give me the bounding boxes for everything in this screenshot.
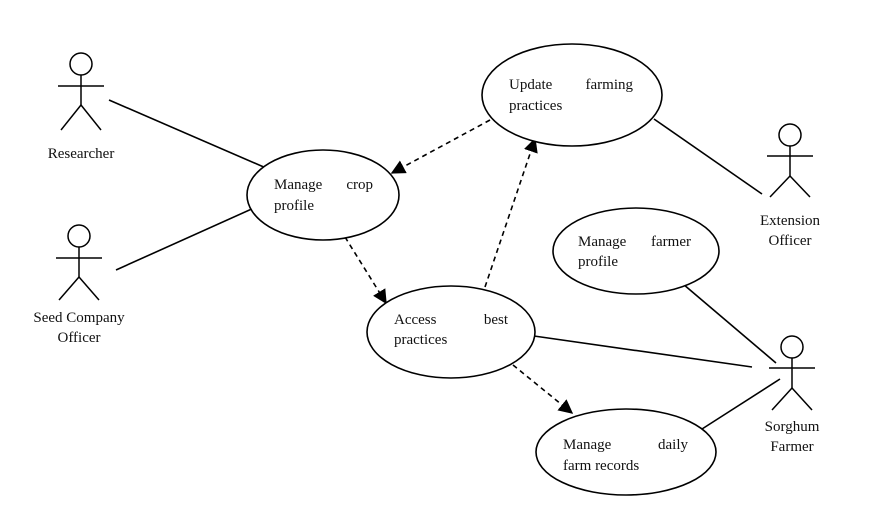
dep-access-best-to-daily-records: [512, 364, 574, 414]
dep-access-best-to-update: [484, 137, 538, 288]
daily-records-word-2: daily: [658, 437, 688, 453]
daily-records-word-3: farm records: [563, 458, 639, 474]
access-best-word-3: practices: [394, 332, 447, 348]
use-case-manage-farmer[interactable]: [552, 207, 720, 295]
update-practices-word-1: Update: [509, 77, 553, 93]
assoc-seed-officer-manage-crop: [115, 206, 257, 271]
seed-officer-label-line-2: Officer: [57, 330, 100, 346]
use-case-daily-records[interactable]: [535, 408, 717, 496]
manage-farmer-word-1: Manage: [578, 234, 627, 250]
researcher-label: Researcher: [48, 146, 115, 162]
update-practices-word-3: practices: [509, 98, 562, 114]
use-case-manage-crop[interactable]: [246, 149, 400, 241]
manage-crop-word-2: crop: [346, 177, 373, 193]
access-best-word-1: Access: [394, 312, 437, 328]
assoc-farmer-manage-farmer: [682, 283, 777, 364]
manage-farmer-word-3: profile: [578, 254, 618, 270]
extension-officer-label-line-2: Officer: [768, 233, 811, 249]
update-practices-word-2: farming: [586, 77, 634, 93]
assoc-extension-update-practices: [653, 118, 763, 195]
assoc-farmer-access-best: [533, 335, 753, 368]
extension-officer-label-line-1: Extension: [760, 213, 820, 229]
use-case-update-practices[interactable]: [481, 43, 663, 147]
manage-crop-word-1: Manage: [274, 177, 323, 193]
seed-officer-label-line-1: Seed Company: [33, 310, 125, 326]
dep-manage-crop-to-access-best: [344, 236, 387, 305]
researcher-actor-icon: [58, 52, 104, 131]
assoc-researcher-manage-crop: [108, 99, 267, 169]
assoc-farmer-daily-records: [701, 378, 781, 430]
sorghum-farmer-label-line-1: Sorghum: [765, 419, 820, 435]
dep-update-to-manage-crop: [390, 119, 491, 174]
sorghum-farmer-label-line-2: Farmer: [770, 439, 813, 455]
use-case-access-best[interactable]: [366, 285, 536, 379]
manage-farmer-word-2: farmer: [651, 234, 691, 250]
access-best-word-2: best: [484, 312, 509, 328]
seed-officer-actor-icon: [56, 224, 102, 301]
manage-crop-word-3: profile: [274, 198, 314, 214]
sorghum-farmer-actor-icon: [769, 335, 815, 411]
extension-officer-actor-icon: [767, 123, 813, 198]
daily-records-word-1: Manage: [563, 437, 612, 453]
